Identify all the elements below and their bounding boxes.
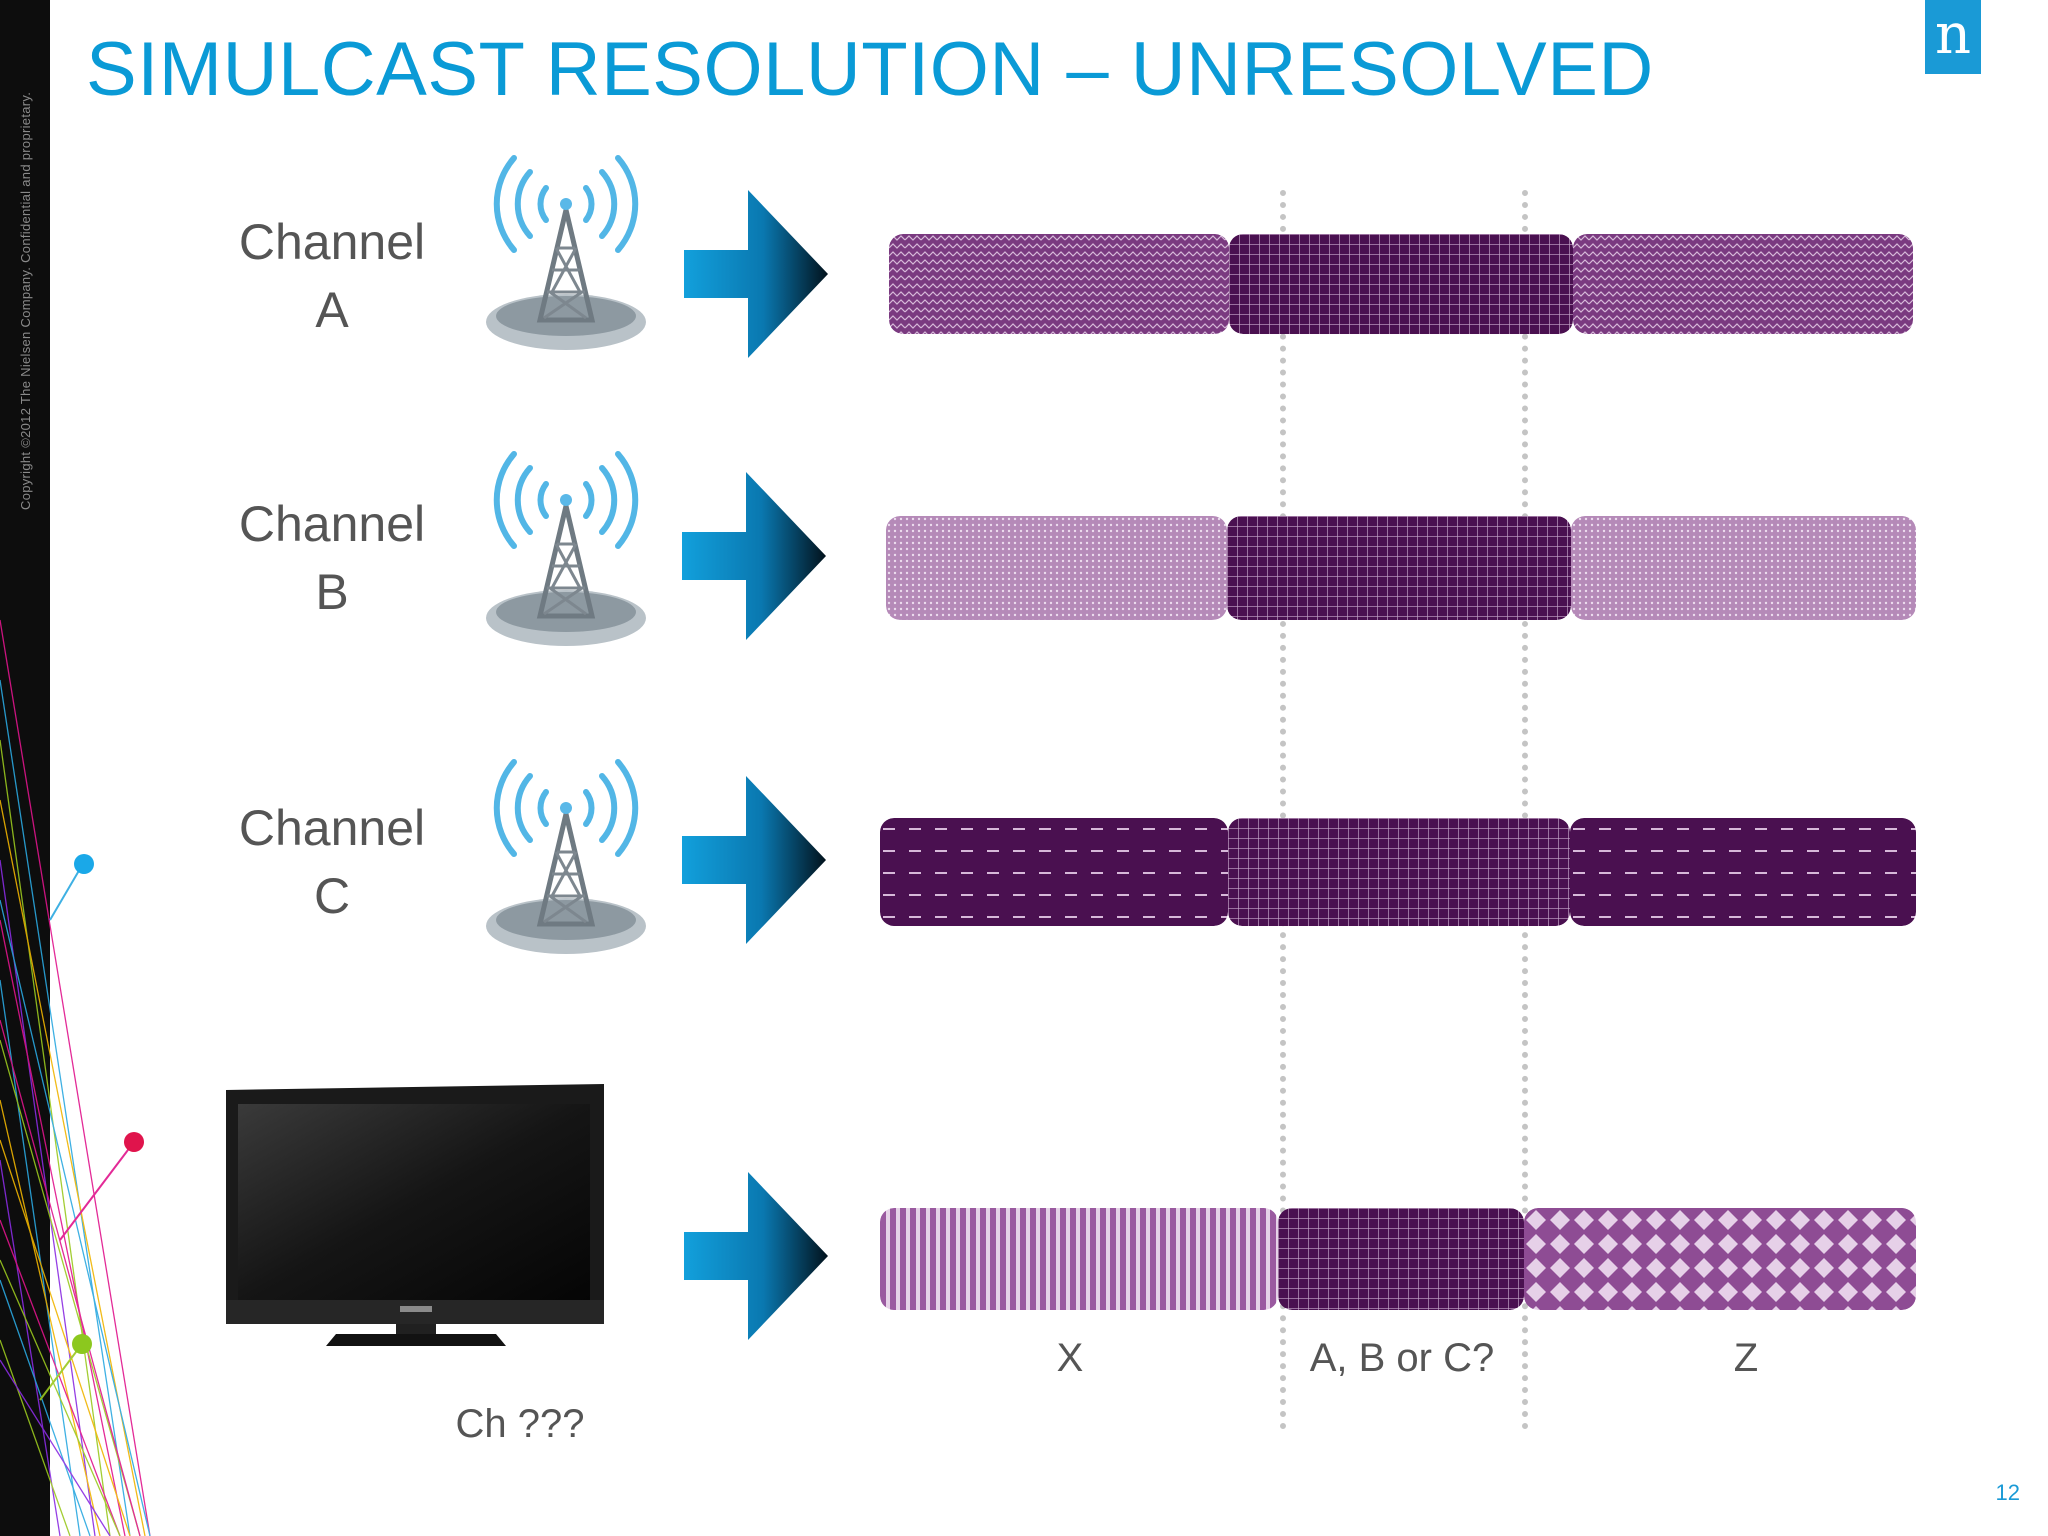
channel-c-segment-z bbox=[1570, 818, 1916, 926]
page-number: 12 bbox=[1995, 1480, 2020, 1505]
channel-c-letter: C bbox=[313, 868, 351, 924]
channel-b-segment-x bbox=[886, 516, 1227, 620]
tv-segment-z bbox=[1524, 1208, 1916, 1310]
channel-a-segment-y bbox=[1229, 234, 1573, 334]
channel-b-label: Channel B bbox=[192, 490, 472, 626]
tv-segment-unresolved bbox=[1278, 1208, 1524, 1310]
right-arrow-icon bbox=[682, 776, 826, 944]
channel-b-segment-y bbox=[1227, 516, 1571, 620]
channel-b-letter: B bbox=[315, 564, 349, 620]
channel-b-name: Channel bbox=[238, 496, 426, 552]
nielsen-logo: n bbox=[1925, 0, 1981, 74]
channel-c-name: Channel bbox=[238, 800, 426, 856]
tv-segment-x bbox=[880, 1208, 1278, 1310]
timeline-label-x: X bbox=[1056, 1336, 1084, 1380]
right-arrow-icon bbox=[684, 190, 828, 358]
channel-a-segment-z bbox=[1573, 234, 1913, 334]
channel-a-segment-x bbox=[889, 234, 1229, 334]
broadcast-tower-icon bbox=[484, 756, 648, 966]
right-arrow-icon bbox=[682, 472, 826, 640]
tv-channel-label: Ch ??? bbox=[455, 1402, 585, 1446]
channel-c-segment-y bbox=[1228, 818, 1570, 926]
timeline-divider bbox=[1522, 190, 1528, 1430]
timeline-divider bbox=[1280, 190, 1286, 1430]
broadcast-tower-icon bbox=[484, 152, 648, 362]
channel-c-label: Channel C bbox=[192, 794, 472, 930]
right-arrow-icon bbox=[684, 1172, 828, 1340]
slide-title: SIMULCAST RESOLUTION – UNRESOLVED bbox=[86, 27, 1654, 112]
decorative-mesh bbox=[0, 619, 151, 1536]
channel-a-letter: A bbox=[315, 282, 349, 338]
timeline-label-z: Z bbox=[1733, 1336, 1759, 1380]
channel-a-name: Channel bbox=[238, 214, 426, 270]
television-icon bbox=[226, 1084, 604, 1346]
channel-a-label: Channel A bbox=[192, 208, 472, 344]
channel-b-segment-z bbox=[1571, 516, 1916, 620]
copyright-text: Copyright ©2012 The Nielsen Company. Con… bbox=[18, 91, 33, 510]
channel-c-segment-x bbox=[880, 818, 1228, 926]
broadcast-tower-icon bbox=[484, 448, 648, 658]
timeline-label-unresolved: A, B or C? bbox=[1309, 1336, 1495, 1380]
